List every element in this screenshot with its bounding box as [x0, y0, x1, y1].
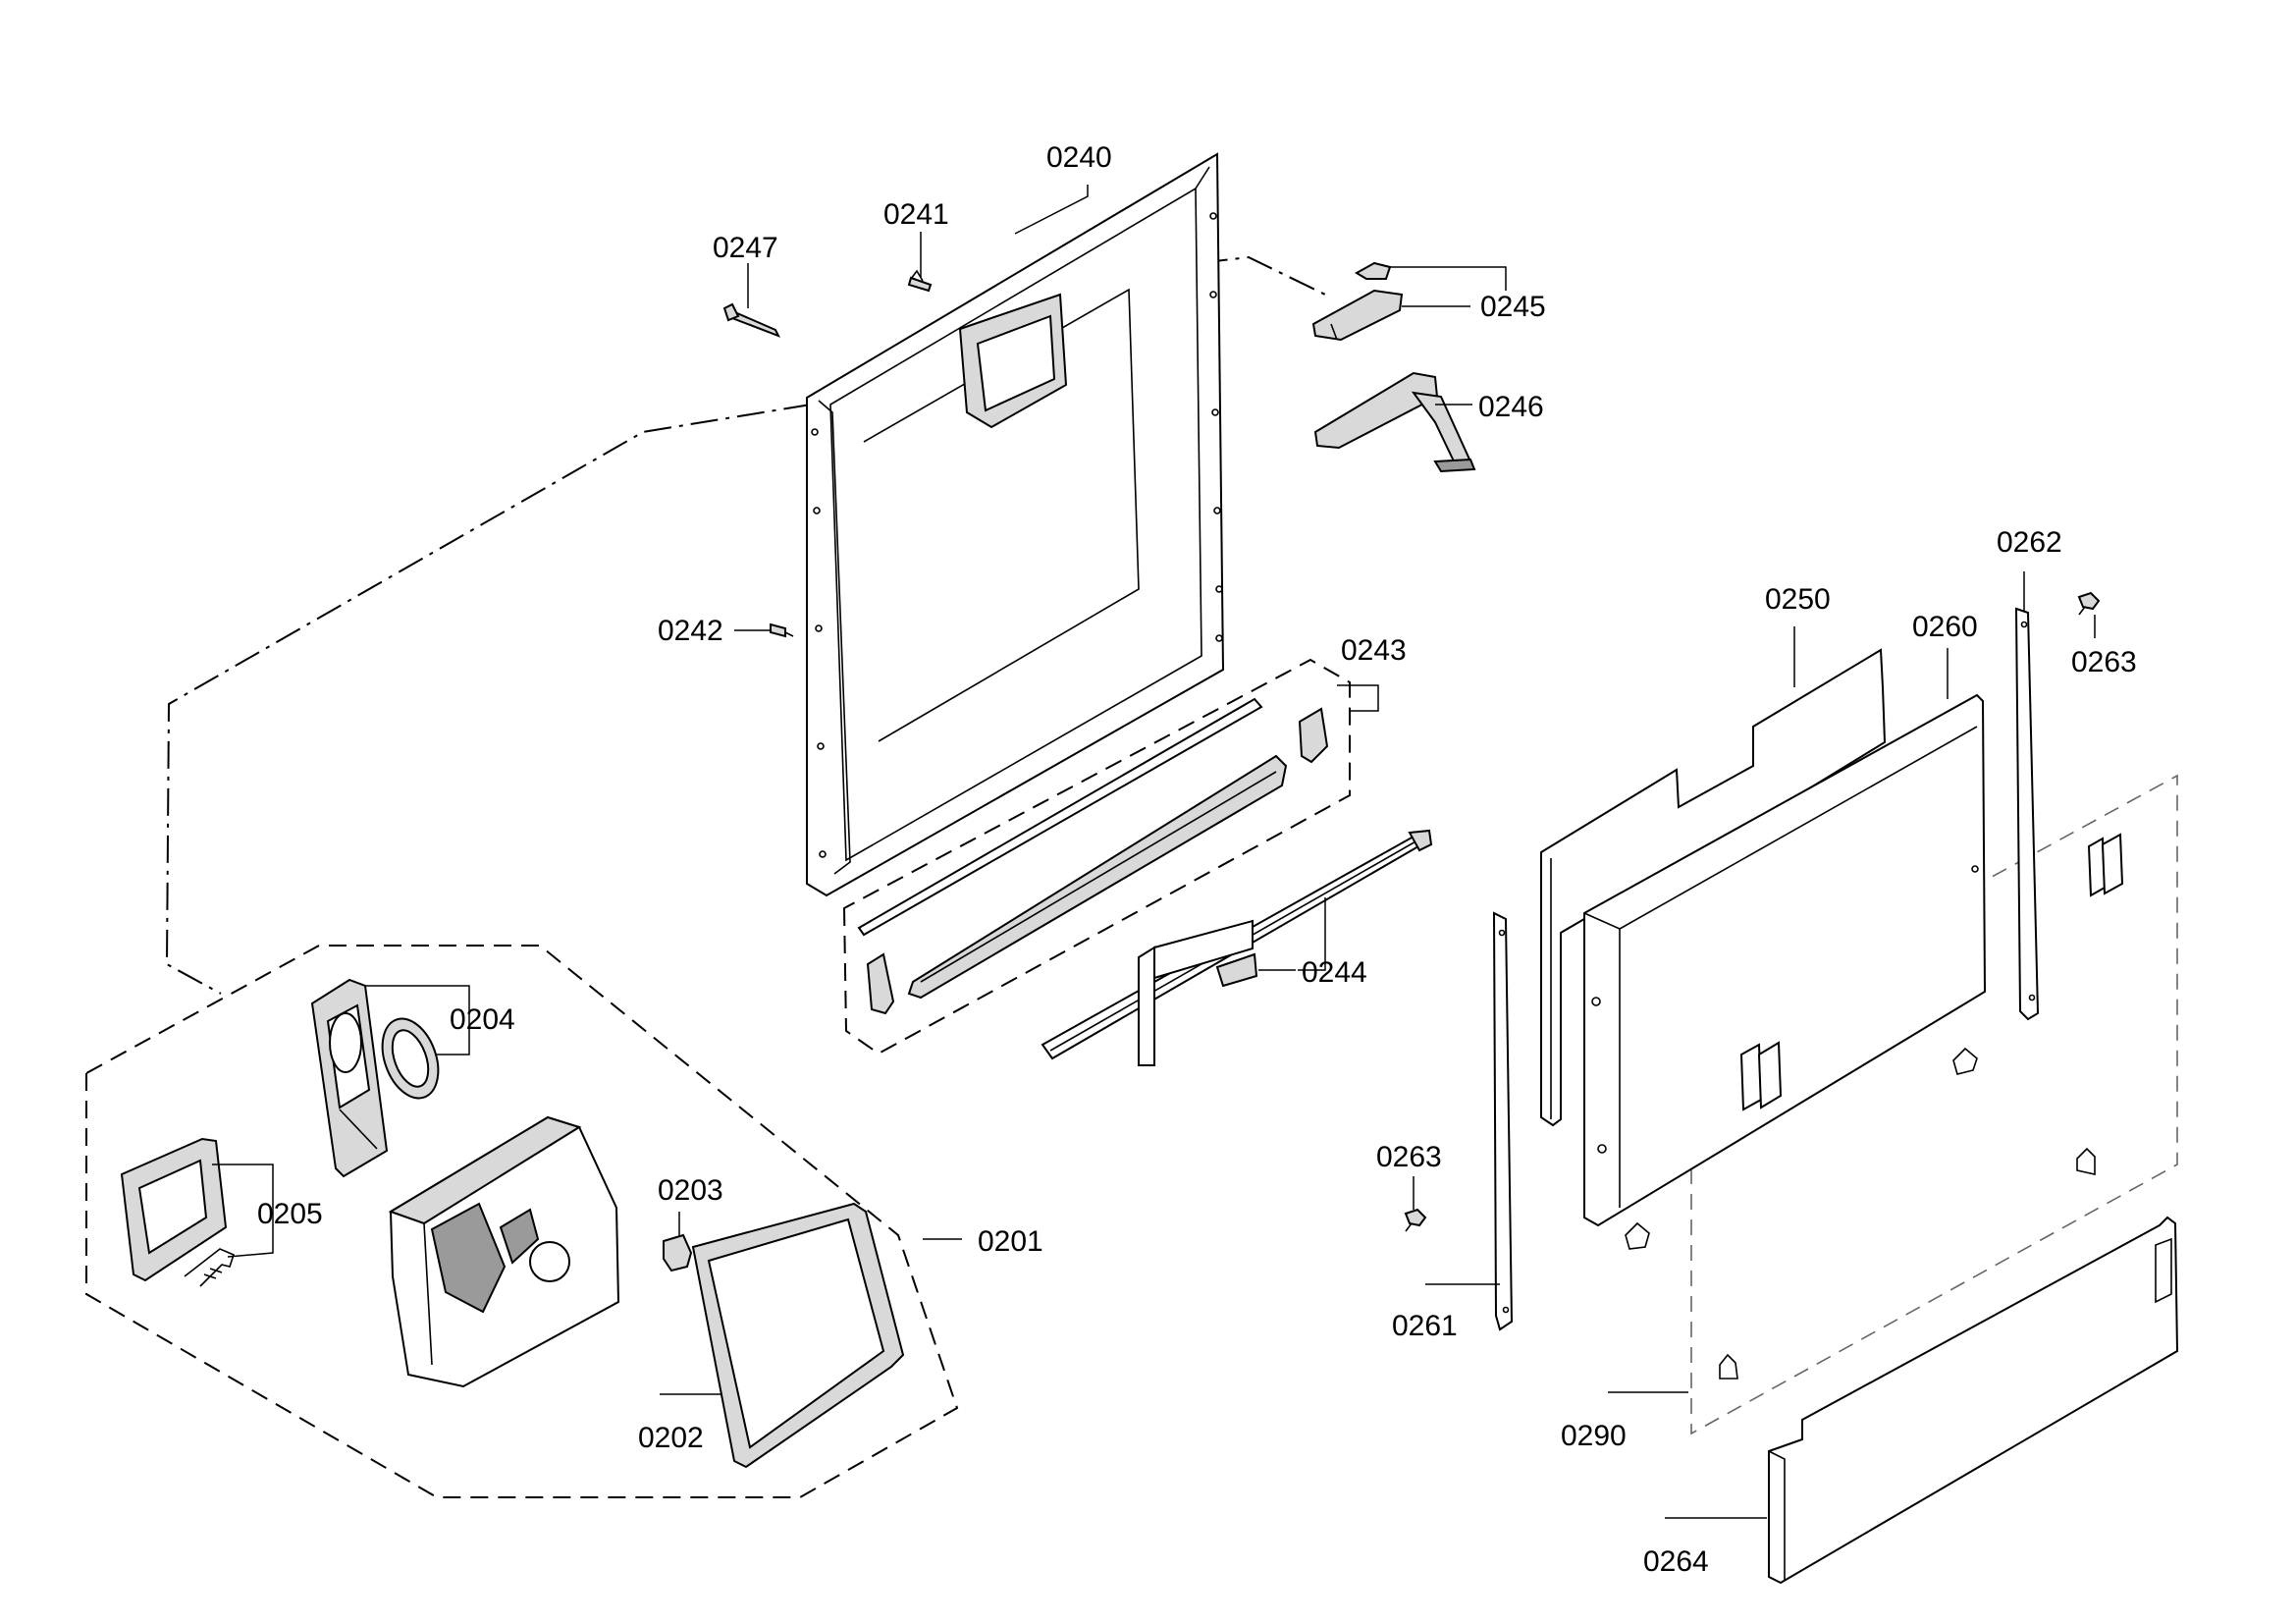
screw-0247	[722, 302, 781, 338]
bracket-0204	[310, 978, 389, 1178]
slide-rail-0244	[1041, 829, 1433, 1066]
label-0205: 0205	[257, 1198, 323, 1230]
label-0263-top: 0263	[2071, 646, 2137, 678]
label-0243: 0243	[1341, 634, 1407, 667]
window-frame-0202	[691, 1202, 905, 1469]
label-0240: 0240	[1046, 141, 1112, 174]
screw-0241	[907, 269, 933, 293]
label-0203: 0203	[658, 1174, 723, 1207]
screw-0242	[770, 623, 794, 638]
label-0261: 0261	[1392, 1310, 1458, 1342]
side-strip-0262	[2014, 607, 2040, 1021]
knob-0203	[663, 1233, 693, 1272]
label-0250: 0250	[1765, 583, 1831, 616]
inner-door-frame-part	[806, 152, 1225, 897]
label-0260: 0260	[1912, 611, 1978, 643]
label-0241: 0241	[883, 198, 949, 231]
screw-0263-bottom	[1404, 1208, 1427, 1232]
part-labels: 0240 0241 0247 0245 0246 0242 0243 0244 …	[257, 141, 2137, 1578]
kick-plate-0264	[1768, 1216, 2179, 1585]
label-0290: 0290	[1561, 1420, 1627, 1452]
leader-lines	[212, 185, 2096, 1519]
label-0246: 0246	[1478, 391, 1544, 423]
outer-panel-pads-0290	[1719, 833, 2124, 1380]
outer-door-panel-0260	[1583, 693, 1987, 1250]
label-0202: 0202	[638, 1422, 704, 1454]
seal-ring-0204	[381, 1017, 440, 1100]
label-0244: 0244	[1302, 956, 1367, 989]
label-0204: 0204	[450, 1003, 515, 1036]
label-0262: 0262	[1997, 526, 2062, 559]
spring-0205	[184, 1248, 235, 1287]
latch-clip-0245	[1311, 261, 1404, 342]
label-0201: 0201	[978, 1225, 1043, 1258]
side-strip-0261	[1492, 911, 1514, 1331]
label-0263-bottom: 0263	[1376, 1141, 1442, 1173]
small-panel-0205	[120, 1137, 228, 1282]
label-0264: 0264	[1643, 1545, 1709, 1578]
latch-assembly-0246	[1313, 371, 1476, 473]
hinge-strip-0243	[857, 697, 1329, 1015]
label-0242: 0242	[658, 615, 723, 647]
group-boundaries	[85, 255, 2178, 1498]
screw-0263-top	[2077, 591, 2101, 616]
control-module-0201	[388, 1115, 620, 1388]
label-0245: 0245	[1480, 291, 1546, 323]
insulation-panel-0250	[1540, 648, 1887, 1127]
label-0247: 0247	[713, 232, 778, 264]
